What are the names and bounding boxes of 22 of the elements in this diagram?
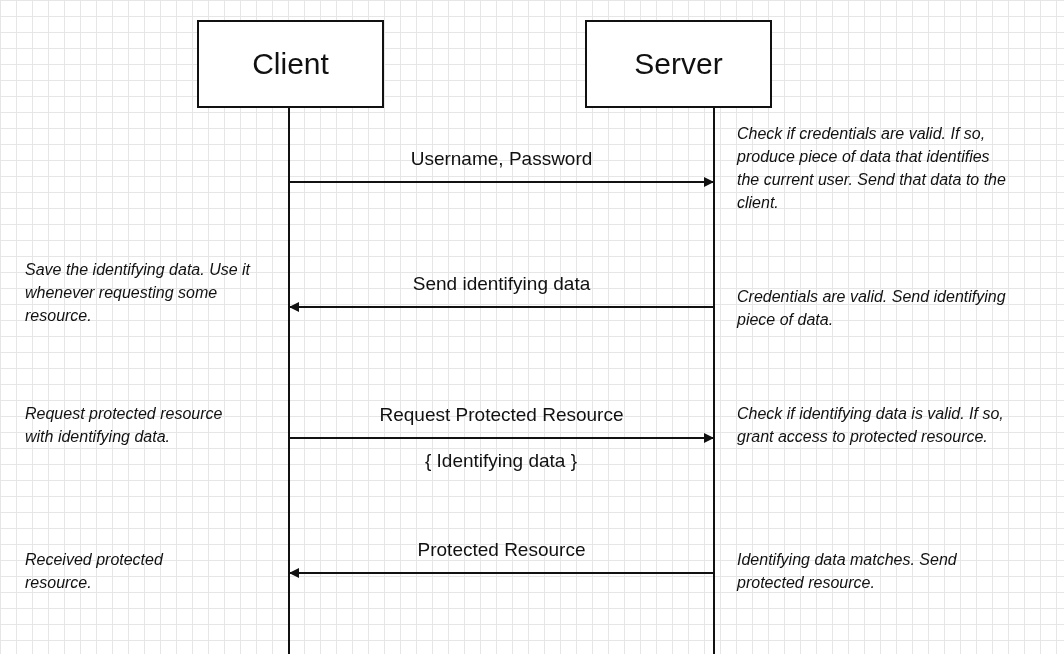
message-label: Send identifying data <box>412 273 591 295</box>
participant-box <box>197 20 384 108</box>
message-label: Username, Password <box>410 148 593 170</box>
note: Check if identifying data is valid. If so, grant access to protected resource. <box>737 404 1005 447</box>
note: Save the identifying data. Use it whenever requesting some resource. <box>25 260 252 326</box>
note: Request protected resource with identifying data. <box>25 404 224 447</box>
participant-name: Server <box>634 47 723 81</box>
message-arrow <box>289 568 714 578</box>
lifeline <box>288 108 290 654</box>
message-arrow <box>289 302 714 312</box>
participant-name: Client <box>252 47 329 81</box>
note: Check if credentials are valid. If so, produce piece of data that identifies the current user. Send that data to the client. <box>737 124 1007 213</box>
note: Received protected resource. <box>25 550 165 593</box>
message-arrow <box>289 177 714 187</box>
message-arrow <box>289 433 714 443</box>
message-label: { Identifying data } <box>424 450 578 472</box>
note: Identifying data matches. Send protected resource. <box>737 550 958 593</box>
message-label: Request Protected Resource <box>379 404 624 426</box>
participant-box <box>585 20 772 108</box>
note: Credentials are valid. Send identifying piece of data. <box>737 287 1007 330</box>
lifeline <box>713 108 715 654</box>
message-label: Protected Resource <box>417 539 586 561</box>
